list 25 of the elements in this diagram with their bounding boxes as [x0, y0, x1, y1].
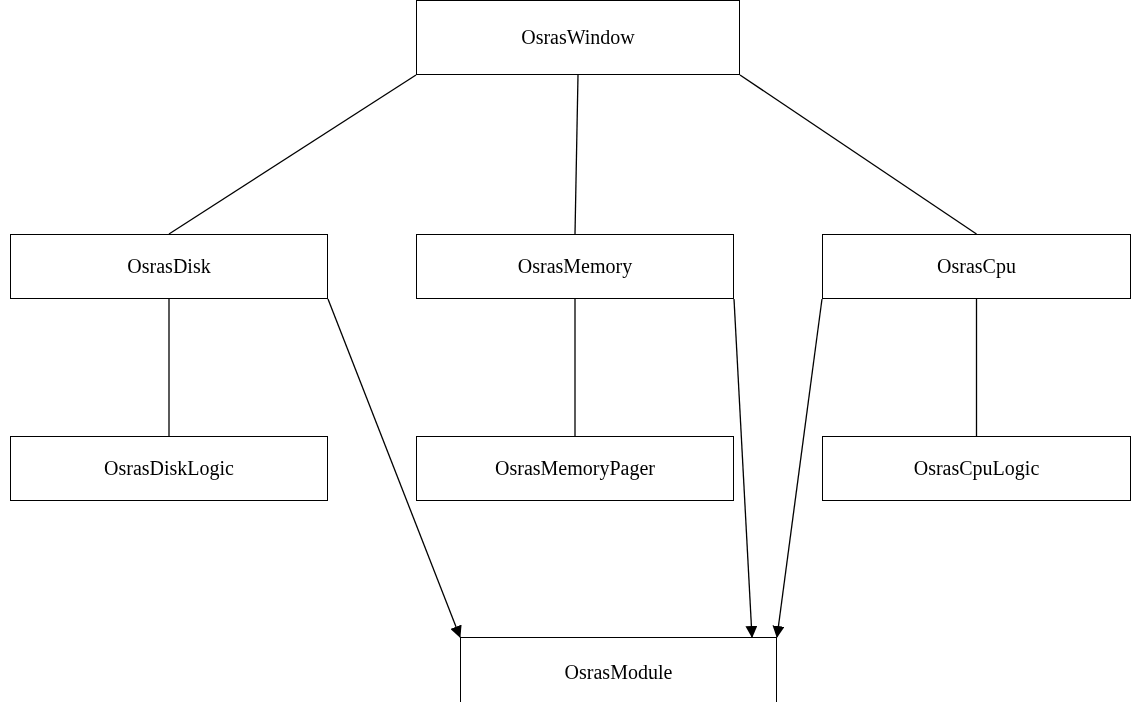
connector-line	[574, 298, 576, 437]
class-box	[460, 637, 777, 702]
class-name: OsrasWindow	[521, 26, 635, 49]
connector-line	[739, 74, 978, 235]
arrow	[772, 298, 823, 638]
class-box	[822, 234, 1131, 299]
class-name: OsrasDiskLogic	[104, 457, 234, 480]
connector-line	[168, 298, 170, 437]
connector-line	[574, 74, 579, 235]
class-box	[416, 0, 740, 75]
arrow	[733, 298, 758, 638]
class-name: OsrasCpu	[937, 255, 1016, 278]
connector-line	[975, 298, 978, 437]
class-name: OsrasMemoryPager	[495, 457, 655, 480]
class-name: OsrasDisk	[127, 255, 211, 278]
class-box	[10, 436, 328, 501]
class-name: OsrasMemory	[517, 255, 633, 278]
class-box	[10, 234, 328, 299]
class-name: OsrasCpuLogic	[913, 457, 1040, 480]
arrow	[327, 298, 462, 638]
class-box	[416, 234, 734, 299]
connector-line	[168, 74, 417, 235]
class-box	[416, 436, 734, 501]
class-name: OsrasModule	[564, 660, 673, 684]
class-box	[822, 436, 1131, 501]
